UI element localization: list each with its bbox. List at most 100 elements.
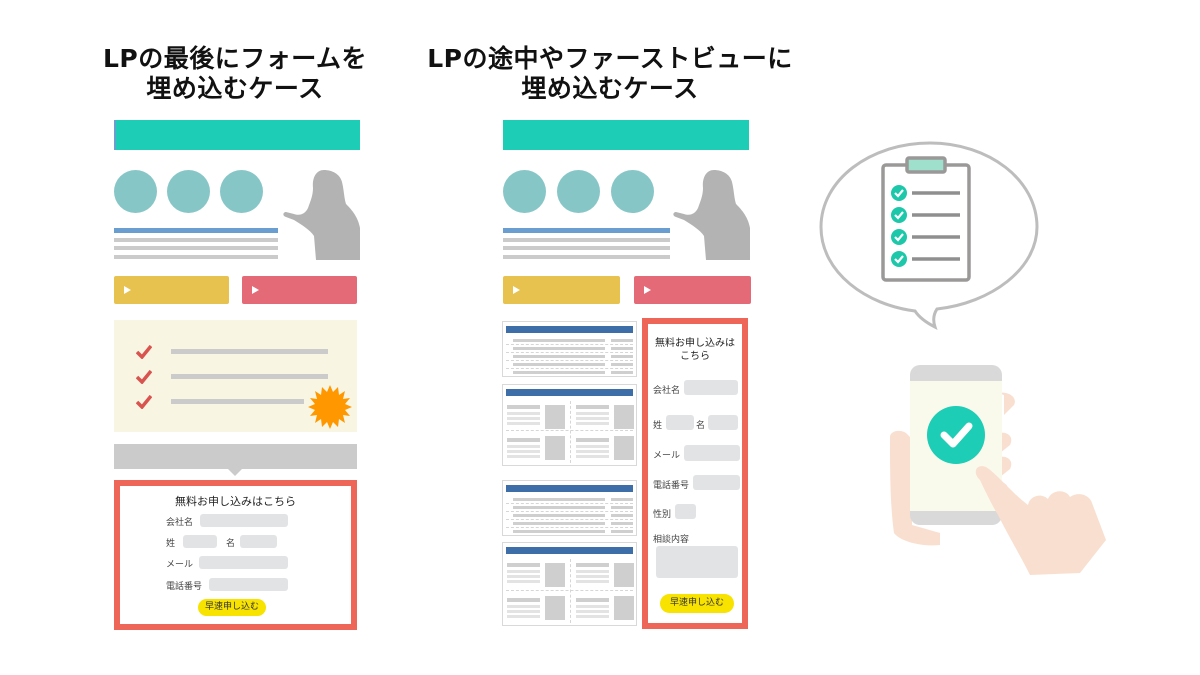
row-line (611, 506, 633, 509)
last-name-field[interactable] (666, 415, 694, 430)
checkmark-icon (136, 345, 152, 359)
text-line (114, 255, 278, 259)
content-card-grid (502, 384, 637, 466)
lp-header-bar (503, 120, 749, 150)
row-line (513, 506, 605, 509)
divider (506, 511, 633, 512)
play-icon (124, 286, 131, 294)
grid-title (507, 563, 540, 567)
row-line (611, 522, 633, 525)
grid-line (576, 605, 609, 608)
grid-image (545, 563, 565, 587)
row-line (611, 530, 633, 533)
row-line (611, 355, 633, 358)
email-field[interactable] (199, 556, 288, 569)
phone-label: 電話番号 (166, 582, 203, 592)
right-case-title: LPの途中やファーストビューに 埋め込むケース (405, 44, 815, 104)
inquiry-label: 相談内容 (653, 535, 690, 545)
grid-line (507, 615, 540, 618)
header-edge (114, 120, 117, 150)
gender-field[interactable] (675, 504, 696, 519)
grid-line (507, 417, 540, 420)
company-field[interactable] (684, 380, 738, 395)
grid-line (576, 570, 609, 573)
first-name-field[interactable] (708, 415, 738, 430)
feature-circle-3 (611, 170, 654, 213)
divider (570, 559, 571, 623)
last-name-field[interactable] (183, 535, 217, 548)
grid-image (614, 436, 634, 460)
inquiry-textarea[interactable] (656, 546, 738, 578)
cta-button-red (634, 276, 751, 304)
phone-label: 電話番号 (653, 481, 690, 491)
text-line-blue (503, 228, 670, 233)
row-line (611, 498, 633, 501)
email-field[interactable] (684, 445, 740, 461)
grid-line (507, 455, 540, 458)
grid-image (614, 563, 634, 587)
cta-button-yellow (503, 276, 620, 304)
row-line (513, 355, 605, 358)
feature-circle-3 (220, 170, 263, 213)
form-heading: 無料お申し込みはこちら (175, 495, 296, 508)
grid-line (576, 610, 609, 613)
row-line (611, 371, 633, 374)
row-line (513, 530, 605, 533)
company-field[interactable] (200, 514, 288, 527)
text-line (503, 238, 670, 242)
email-label: メール (166, 560, 194, 570)
grid-title (507, 598, 540, 602)
row-line (611, 514, 633, 517)
submit-button[interactable]: 早速申し込む (198, 599, 266, 616)
grid-line (576, 575, 609, 578)
presenter-silhouette-icon (673, 170, 750, 260)
benefits-panel (114, 320, 357, 432)
grid-image (614, 405, 634, 429)
checkmark-icon (136, 370, 152, 384)
grid-line (507, 575, 540, 578)
speech-bubble-clipboard-icon (819, 141, 1039, 330)
left-title-line1: LPの最後にフォームを (102, 44, 367, 73)
text-line (503, 255, 670, 259)
feature-circle-1 (114, 170, 157, 213)
cta-button-yellow (114, 276, 229, 304)
card-header (506, 547, 633, 554)
divider (506, 503, 633, 504)
feature-circle-2 (557, 170, 600, 213)
grid-line (507, 570, 540, 573)
first-name-field[interactable] (240, 535, 277, 548)
submit-button[interactable]: 早速申し込む (660, 594, 734, 613)
grid-line (507, 580, 540, 583)
row-line (513, 522, 605, 525)
grid-line (507, 605, 540, 608)
phone-field[interactable] (209, 578, 288, 591)
presenter-silhouette-icon (283, 170, 360, 260)
row-line (513, 347, 605, 350)
phone-field[interactable] (693, 475, 740, 490)
grid-line (576, 455, 609, 458)
grid-line (576, 450, 609, 453)
right-title-line1: LPの途中やファーストビューに (427, 44, 793, 73)
card-header (506, 485, 633, 492)
gender-label: 性別 (653, 510, 672, 520)
starburst-badge-icon (308, 385, 352, 429)
grid-title (576, 405, 609, 409)
divider (506, 368, 633, 369)
content-card-grid (502, 542, 637, 626)
grid-line (507, 422, 540, 425)
play-icon (644, 286, 651, 294)
first-name-label: 名 (226, 539, 236, 549)
grid-line (576, 417, 609, 420)
text-line (114, 238, 278, 242)
grid-line (576, 412, 609, 415)
content-card-table (502, 480, 637, 536)
grid-image (545, 405, 565, 429)
feature-circle-2 (167, 170, 210, 213)
text-line (114, 246, 278, 250)
grid-line (576, 422, 609, 425)
divider (506, 360, 633, 361)
banner-pointer (228, 469, 242, 476)
company-label: 会社名 (166, 518, 194, 528)
grid-title (576, 563, 609, 567)
divider (506, 352, 633, 353)
